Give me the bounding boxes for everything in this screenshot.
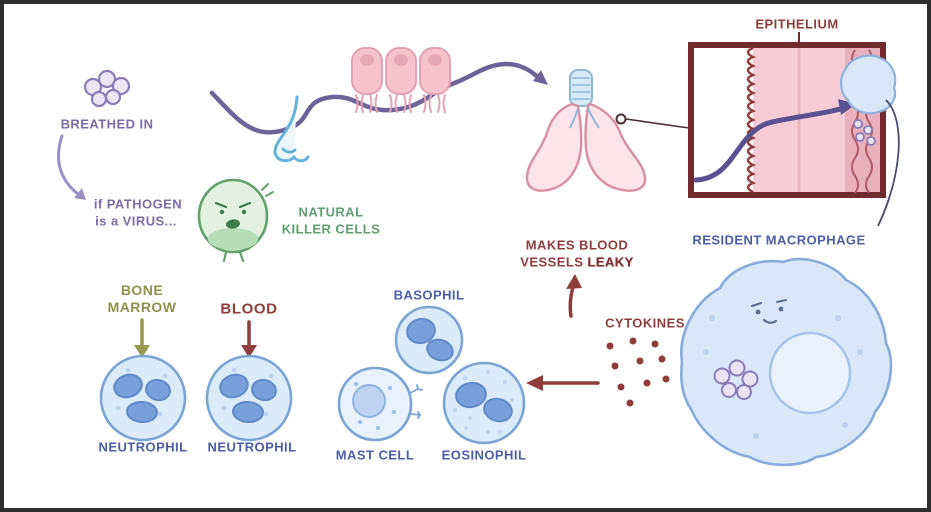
resident-macrophage-label: RESIDENT MACROPHAGE <box>692 232 866 248</box>
cilia-cells <box>351 47 451 113</box>
vessels-text: VESSELS <box>520 254 584 270</box>
blood-arrowhead <box>241 345 257 358</box>
leaky-text: LEAKY <box>587 254 634 270</box>
neutrophil-blood-cell <box>205 354 293 442</box>
inhalation-arrow <box>209 61 542 135</box>
epithelium-label: EPITHELIUM <box>755 16 839 32</box>
epithelium-inset-box <box>688 32 900 227</box>
eosinophil-cell <box>442 361 526 445</box>
macrophage-cell-large <box>679 257 893 467</box>
natural-killer-label-line1: NATURAL <box>298 204 364 220</box>
basophil-cell <box>394 305 464 375</box>
brush-border <box>746 46 757 194</box>
right-lung-lobe <box>584 102 647 192</box>
inhalation-arrowhead <box>533 70 548 85</box>
makes-blood-label-line2: VESSELS LEAKY <box>520 255 634 270</box>
neutrophil-bone-marrow-cell <box>99 354 187 442</box>
blood-label: BLOOD <box>220 300 278 318</box>
makes-blood-label-line1: MAKES BLOOD <box>525 237 629 253</box>
resident-macrophage-pointer-line <box>877 99 900 227</box>
breathed-in-label: BREATHED IN <box>60 116 154 132</box>
nose-icon <box>273 95 310 163</box>
nk-cell-illustration <box>197 178 274 263</box>
lung-callout-marker <box>615 113 627 125</box>
natural-killer-label-line2: KILLER CELLS <box>281 221 381 237</box>
pathogen-cluster <box>83 69 131 108</box>
virus-branch-arrow <box>57 134 80 196</box>
cytokines-up-arrow <box>568 282 576 318</box>
macrophage-face <box>751 299 787 324</box>
resident-macrophage-cell <box>840 54 897 146</box>
invasion-arrow <box>693 106 843 183</box>
mast-cell-receptors <box>409 384 423 419</box>
left-lung-lobe <box>525 102 583 192</box>
neutrophil-left-label: NEUTROPHIL <box>98 439 188 455</box>
cytokines-up-arrowhead <box>566 274 582 289</box>
lung-callout-line <box>625 118 690 129</box>
bone-marrow-label-line1: BONE <box>120 282 164 298</box>
macrophage-nucleus <box>768 331 852 415</box>
lungs-illustration <box>525 69 690 192</box>
basophil-label: BASOPHIL <box>393 287 465 303</box>
cytokines-label: CYTOKINES <box>605 315 685 331</box>
virus-branch-arrowhead <box>74 188 86 200</box>
cytokines-left-arrowhead <box>526 375 543 391</box>
bone-marrow-label-line2: MARROW <box>107 299 177 315</box>
trachea <box>569 69 593 107</box>
neutrophil-right-label: NEUTROPHIL <box>207 439 297 455</box>
if-pathogen-label-line1: if PATHOGEN <box>93 196 183 212</box>
cytokine-dots <box>606 337 670 407</box>
if-pathogen-label-line2: is a VIRUS... <box>95 213 177 229</box>
eosinophil-label: EOSINOPHIL <box>441 447 527 463</box>
bone-marrow-arrowhead <box>134 345 150 358</box>
mast-cell-illustration <box>337 366 423 442</box>
engulfed-pathogens <box>713 359 759 400</box>
mast-cell-label: MAST CELL <box>335 447 415 463</box>
cilia-fringe <box>355 94 446 113</box>
